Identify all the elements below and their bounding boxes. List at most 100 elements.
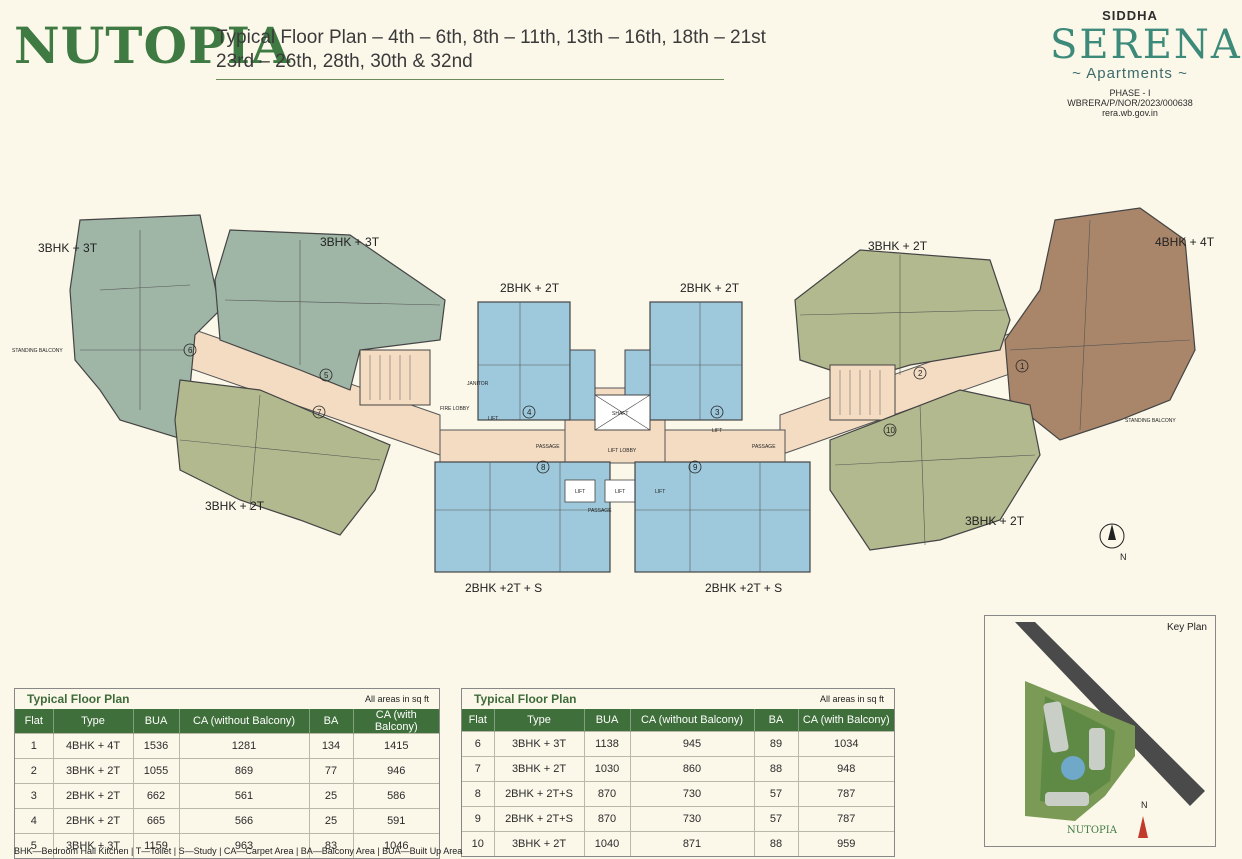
title-line-1: Typical Floor Plan – 4th – 6th, 8th – 11… [216,27,766,48]
cell: 10 [462,831,495,856]
area-table-left: Typical Floor Plan All areas in sq ft Fl… [14,688,440,859]
abbreviation-legend: BHK—Bedroom Hall Kitchen | T—Toilet | S—… [14,846,463,856]
cell: 860 [630,756,755,782]
col-ca-without: CA (without Balcony) [630,709,755,732]
cell: 2BHK + 2T [53,783,134,809]
cell: 959 [798,831,894,856]
col-ca-without: CA (without Balcony) [179,709,310,734]
cell: 2BHK + 2T+S [494,781,585,807]
cell: 561 [179,783,310,809]
flat-number-3: 3 [715,408,720,417]
table-right-note: All areas in sq ft [819,694,884,704]
label-flat-4-type: 2BHK + 2T [500,281,560,295]
cell: 1536 [133,733,180,759]
area-table-right: Typical Floor Plan All areas in sq ft Fl… [461,688,895,857]
cell: 3BHK + 2T [53,758,134,784]
flat-number-5: 5 [324,371,329,380]
label-flat-3-type: 2BHK + 2T [680,281,740,295]
table-left-title: Typical Floor Plan [27,692,130,706]
cell: 3BHK + 2T [494,831,585,856]
cell: 1415 [353,733,439,759]
floor-plan: 3BHK + 3T 3BHK + 3T 2BHK + 2T 2BHK + 2T … [12,207,1215,595]
flat-9 [634,461,811,573]
cell: 9 [462,806,495,832]
stair-right [829,364,896,421]
flat-number-4: 4 [527,408,532,417]
flat-number-9: 9 [693,463,698,472]
cell: 134 [309,733,354,759]
cell: 870 [584,806,631,832]
compass-label: N [1120,552,1127,562]
cell: 591 [353,808,439,834]
col-ba: BA [309,709,354,734]
label-flat-8-type: 2BHK +2T + S [465,581,542,595]
rera-site: rera.wb.gov.in [1102,108,1158,118]
key-plan-logo: NUTOPIA [1067,825,1118,836]
passage-corridors [179,329,1036,464]
cell: 25 [309,808,354,834]
serena-logo: SERENA [1050,22,1242,68]
cell: 1040 [584,831,631,856]
lift-label-1: LIFT [488,416,498,422]
cell: 6 [462,731,495,757]
label-flat-9-type: 2BHK +2T + S [705,581,782,595]
title-divider [216,79,724,80]
cell: 2BHK + 2T [53,808,134,834]
flat-number-7: 7 [317,408,322,417]
cell: 3BHK + 3T [494,731,585,757]
col-type: Type [53,709,134,734]
cell: 1046 [353,833,439,858]
north-arrow-icon [1138,816,1148,838]
flat-8 [434,461,611,573]
label-flat-5-type: 3BHK + 3T [320,235,380,249]
cell: 57 [754,781,799,807]
nutopia-logo: NUTOPIA [14,16,291,75]
label-flat-1-type: 4BHK + 4T [1155,235,1215,249]
lift-label-3: LIFT [575,489,585,495]
key-plan-map: NUTOPIA N [1015,622,1205,838]
label-flat-7-type: 3BHK + 2T [205,499,265,513]
cell: 948 [798,756,894,782]
flat-number-1: 1 [1020,362,1025,371]
stair-left [359,349,431,406]
flat-10 [829,389,1041,551]
col-flat: Flat [462,709,495,732]
key-plan-title: Key Plan [1166,622,1207,633]
flat-1 [1004,207,1196,441]
cell: 7 [462,756,495,782]
cell: 1030 [584,756,631,782]
label-flat-2-type: 3BHK + 2T [868,239,928,253]
flat-2 [794,249,1011,381]
developer-name: SIDDHA [1102,8,1158,23]
cell: 787 [798,806,894,832]
cell: 25 [309,783,354,809]
cell: 566 [179,808,310,834]
cell: 869 [179,758,310,784]
cell: 945 [630,731,755,757]
cell: 1 [15,733,54,759]
cell: 88 [754,831,799,856]
cell: 1138 [584,731,631,757]
cell: 88 [754,756,799,782]
page-title: Typical Floor Plan – 4th – 6th, 8th – 11… [216,26,766,74]
cell: 1055 [133,758,180,784]
col-bua: BUA [584,709,631,732]
col-ba: BA [754,709,799,732]
cell: 1034 [798,731,894,757]
flat-5 [214,229,446,391]
janitor-label: JANITOR [467,381,489,387]
table-right-grid: Flat Type BUA CA (without Balcony) BA CA… [462,709,894,856]
shaft [594,394,651,431]
label-flat-10-type: 3BHK + 2T [965,514,1025,528]
passage-label-center: PASSAGE [588,508,612,514]
